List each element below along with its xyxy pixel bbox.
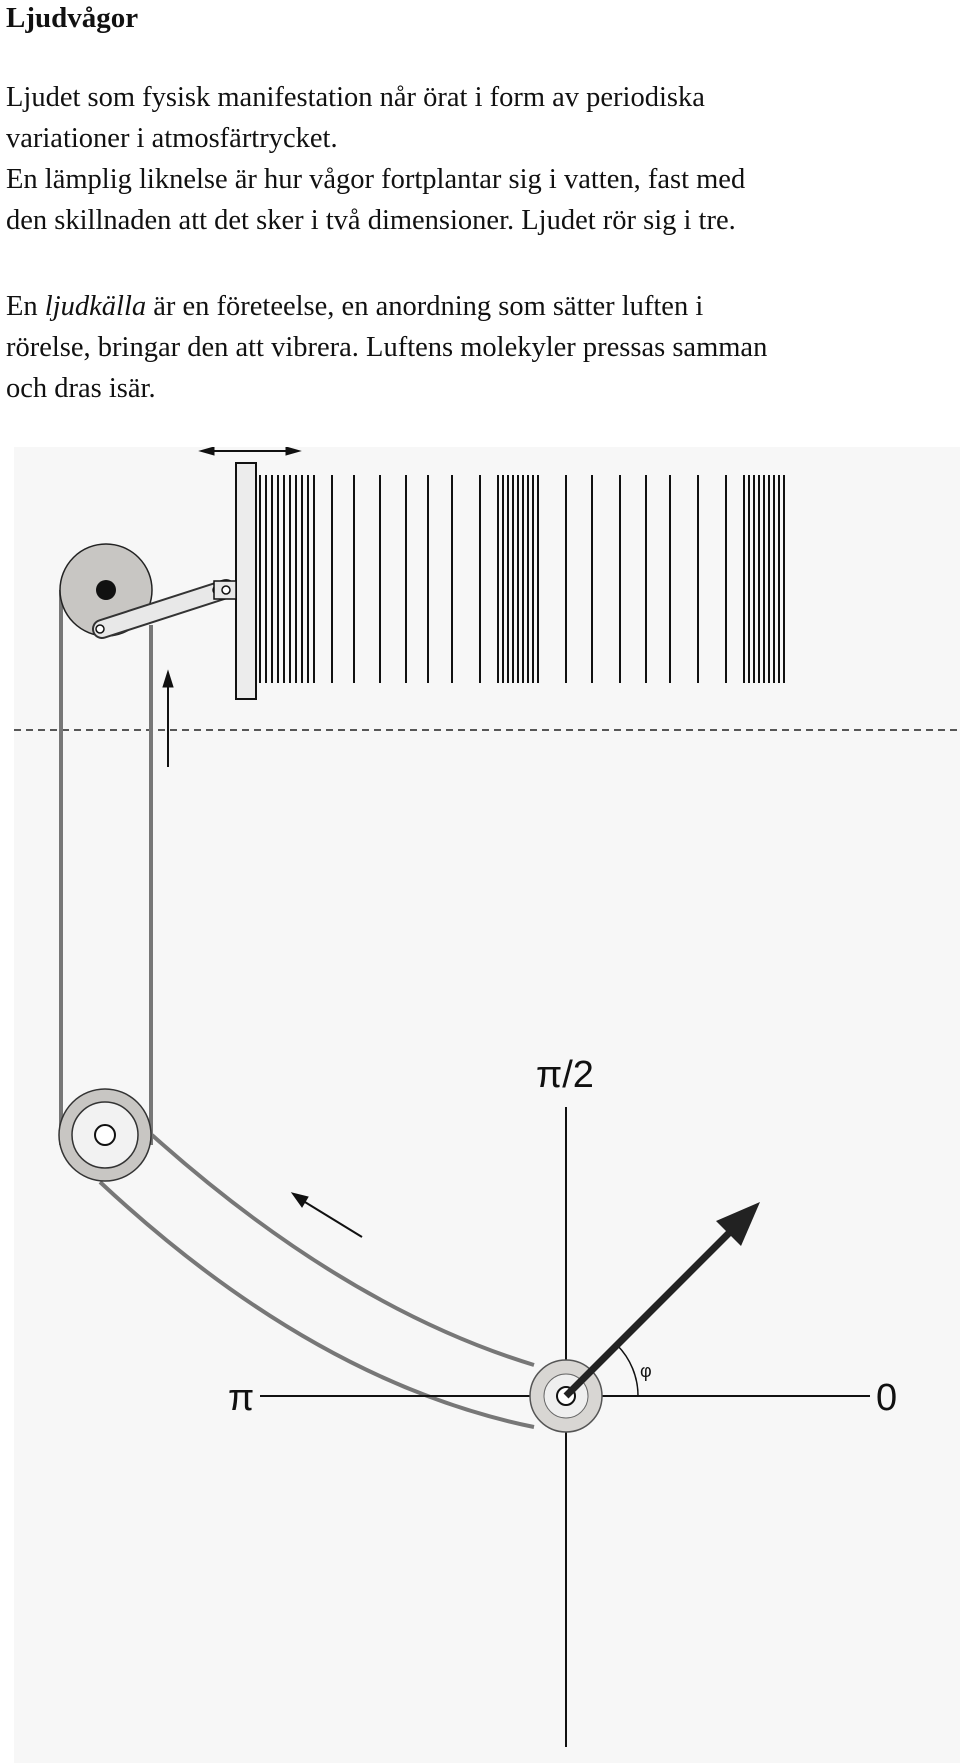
intro-paragraph: Ljudet som fysisk manifestation når örat…	[6, 77, 956, 241]
intro-line-3: En lämplig liknelse är hur vågor fortpla…	[6, 164, 746, 195]
label-pi: π	[228, 1377, 254, 1419]
label-phi: φ	[640, 1361, 652, 1381]
curved-belt	[98, 1133, 535, 1429]
upward-arrow	[162, 669, 174, 767]
sound-wave-diagram: π/2 π 0 φ	[14, 447, 960, 1763]
intro-line-4: den skillnaden att det sker i två dimens…	[6, 205, 736, 236]
compression-lines	[259, 475, 785, 683]
intro-line-1: Ljudet som fysisk manifestation når örat…	[6, 82, 705, 113]
sound-source-paragraph: En ljudkälla är en företeelse, en anordn…	[6, 286, 956, 409]
intro-line-2: variationer i atmosfärtrycket.	[6, 123, 338, 154]
phase-vector-arrow	[563, 1202, 760, 1399]
paragraph-prefix: En	[6, 291, 45, 322]
page-title: Ljudvågor	[6, 2, 139, 34]
label-pi-over-2: π/2	[536, 1054, 594, 1096]
term-ljudkalla: ljudkälla	[44, 291, 147, 322]
label-zero: 0	[876, 1377, 897, 1419]
paragraph-rest: är en företeelse, en anordning som sätte…	[146, 291, 704, 322]
vertical-belt	[59, 590, 153, 1145]
crank-rod	[92, 579, 237, 639]
piston-motion-arrow	[198, 447, 302, 456]
piston-plate	[235, 462, 257, 700]
belt-direction-arrow	[290, 1192, 363, 1238]
diagram-background	[14, 447, 960, 1763]
phase-angle-arc	[616, 1344, 639, 1397]
bottom-pulley-wheel	[58, 1088, 152, 1182]
paragraph-line-3: och dras isär.	[6, 373, 156, 404]
paragraph-line-2: rörelse, bringar den att vibrera. Luften…	[6, 332, 768, 363]
